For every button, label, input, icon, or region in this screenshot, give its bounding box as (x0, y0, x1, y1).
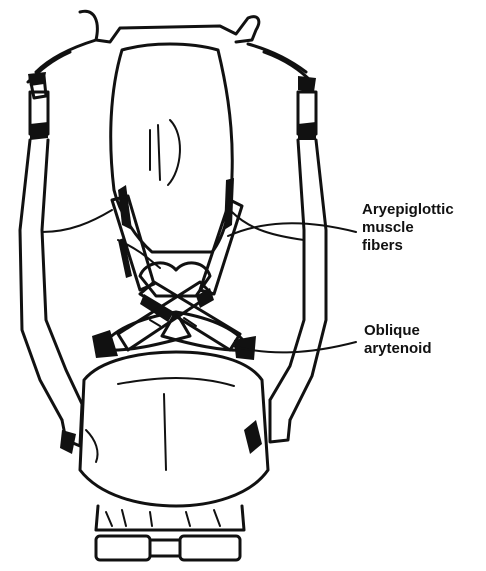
label-line: Aryepiglottic (362, 201, 454, 219)
oblique-arytenoid-label: Oblique arytenoid (364, 322, 432, 358)
hyoid-bone (28, 11, 312, 82)
aryepiglottic-muscle-fibers (112, 196, 242, 294)
leader-lines (228, 223, 356, 352)
label-line: muscle (362, 219, 454, 237)
label-line: fibers (362, 237, 454, 255)
left-thyroid-horn (20, 72, 82, 446)
trachea (96, 506, 244, 560)
aryepiglottic-leader-line (228, 223, 356, 236)
cricoid-cartilage (60, 352, 268, 506)
label-line: arytenoid (364, 340, 432, 358)
right-thyroid-horn (270, 76, 326, 442)
thyroid-lamina-outline (42, 210, 304, 268)
label-line: Oblique (364, 322, 432, 340)
epiglottis (111, 44, 234, 252)
aryepiglottic-muscle-fibers-label: Aryepiglottic muscle fibers (362, 201, 454, 255)
